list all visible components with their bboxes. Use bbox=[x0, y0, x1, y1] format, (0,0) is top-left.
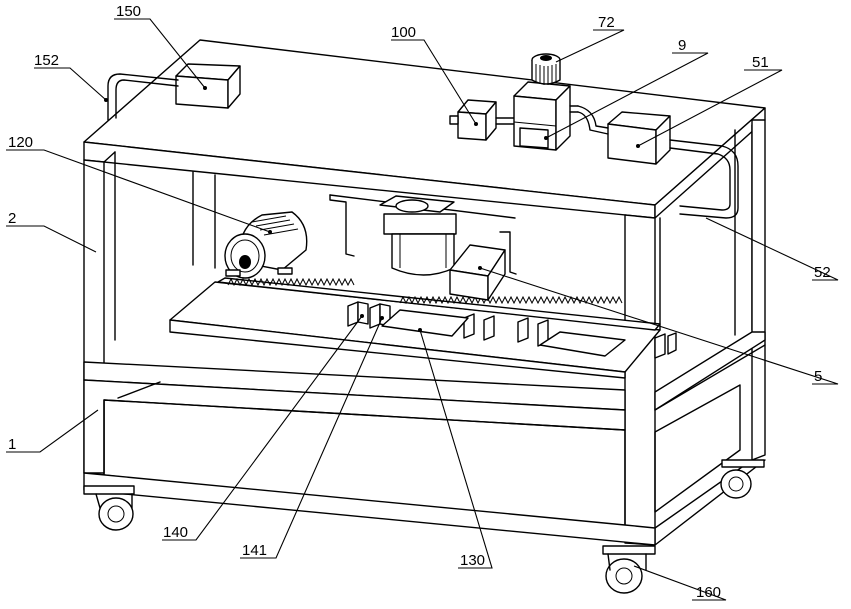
pump-unit-72-9 bbox=[514, 54, 578, 150]
label-9: 9 bbox=[678, 37, 686, 54]
right-front-post bbox=[625, 215, 655, 545]
label-130: 130 bbox=[460, 552, 485, 569]
label-141: 141 bbox=[242, 542, 267, 559]
label-51: 51 bbox=[752, 54, 769, 71]
label-160: 160 bbox=[696, 584, 721, 601]
label-5: 5 bbox=[814, 368, 822, 385]
caster-front-right-160 bbox=[603, 546, 655, 593]
right-back-post bbox=[752, 120, 765, 460]
label-100: 100 bbox=[391, 24, 416, 41]
label-72: 72 bbox=[598, 14, 615, 31]
label-140: 140 bbox=[163, 524, 188, 541]
caster-back-right bbox=[721, 460, 764, 498]
caster-front-left bbox=[84, 486, 134, 530]
label-52: 52 bbox=[814, 264, 831, 281]
label-2: 2 bbox=[8, 210, 16, 227]
box-150 bbox=[176, 64, 240, 108]
motor-120 bbox=[225, 212, 307, 278]
box-5 bbox=[450, 245, 505, 300]
spindle-motor bbox=[380, 196, 456, 275]
label-150: 150 bbox=[116, 3, 141, 20]
label-120: 120 bbox=[8, 134, 33, 151]
label-152: 152 bbox=[34, 52, 59, 69]
label-1: 1 bbox=[8, 436, 16, 453]
